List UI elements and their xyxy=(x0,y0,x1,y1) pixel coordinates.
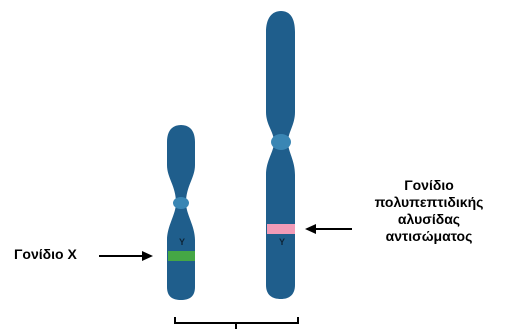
gene-x-label: Γονίδιο X xyxy=(14,246,77,263)
chromosome-left: Y xyxy=(167,125,195,300)
antibody-gene-band xyxy=(267,224,295,234)
gene-x-arrow xyxy=(99,251,153,261)
centromere-left xyxy=(173,197,189,209)
antibody-gene-label-line-2: πολυπεπτιδικής xyxy=(355,194,503,211)
bracket xyxy=(175,317,298,329)
chromosome-left-body xyxy=(167,125,195,300)
chromosome-right-body xyxy=(266,11,295,299)
antibody-gene-arrow xyxy=(305,224,352,234)
chromosome-right: Y xyxy=(266,11,295,299)
antibody-gene-label: Γονίδιο πολυπεπτιδικής αλυσίδας αντισώμα… xyxy=(355,177,503,245)
antibody-gene-label-line-3: αλυσίδας xyxy=(355,211,503,228)
band-letter-left: Y xyxy=(179,237,185,247)
antibody-gene-label-line-4: αντισώματος xyxy=(355,228,503,245)
antibody-gene-label-line-1: Γονίδιο xyxy=(355,177,503,194)
gene-x-band xyxy=(168,251,195,261)
band-letter-right: Y xyxy=(279,237,285,247)
centromere-right xyxy=(271,134,291,150)
